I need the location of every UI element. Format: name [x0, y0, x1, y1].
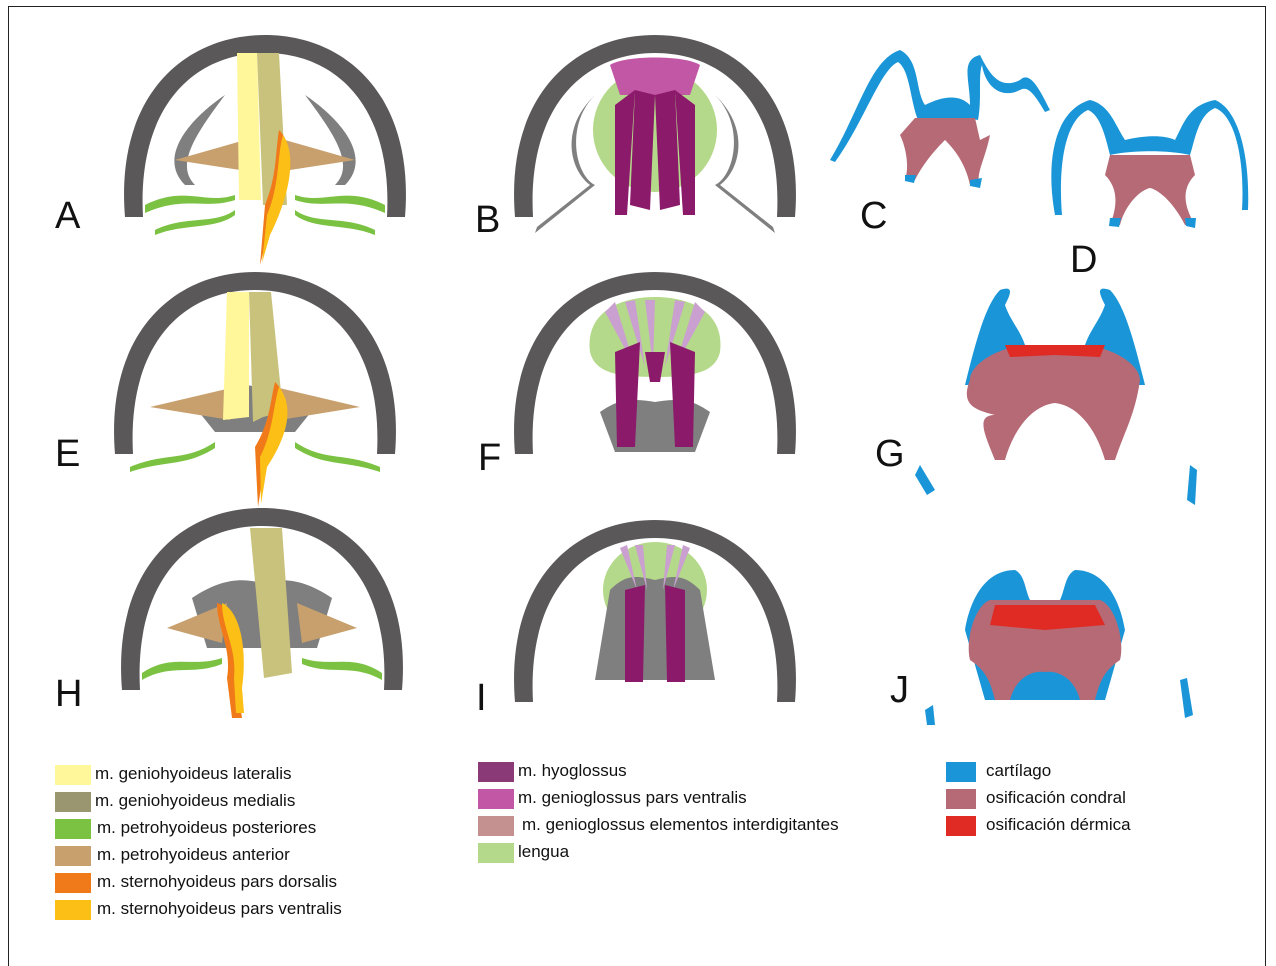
- panel-label-f: F: [478, 437, 501, 479]
- panel-a-drawing: [124, 35, 406, 265]
- panel-h-drawing: [121, 508, 403, 718]
- legend-swatch: [946, 762, 976, 782]
- legend-swatch: [55, 819, 91, 839]
- panel-j-drawing: [925, 570, 1193, 725]
- legend-label: cartílago: [986, 761, 1051, 781]
- anatomy-figure: A B C D E: [0, 0, 1276, 740]
- legend-swatch: [55, 846, 91, 866]
- legend-label: m. hyoglossus: [518, 761, 627, 781]
- legend-swatch: [478, 762, 514, 782]
- legend-swatch: [478, 816, 514, 836]
- legend-label: m. petrohyoideus anterior: [97, 845, 290, 865]
- legend-swatch: [478, 789, 514, 809]
- panel-b-drawing: [514, 35, 796, 233]
- panel-c-drawing: [830, 50, 1050, 188]
- legend-swatch: [946, 816, 976, 836]
- panel-label-g: G: [875, 433, 905, 475]
- panel-label-a: A: [55, 195, 81, 237]
- panel-d-drawing: [1051, 100, 1248, 228]
- legend-swatch: [55, 900, 91, 920]
- legend-label: osificación condral: [986, 788, 1126, 808]
- legend-label: osificación dérmica: [986, 815, 1131, 835]
- legend-label: m. genioglossus elementos interdigitante…: [522, 815, 839, 835]
- legend-label: m. geniohyoideus medialis: [95, 791, 295, 811]
- panel-label-h: H: [55, 673, 82, 715]
- legend-label: m. sternohyoideus pars ventralis: [97, 899, 342, 919]
- panel-g-drawing: [915, 289, 1197, 505]
- legend-swatch: [55, 873, 91, 893]
- legend-swatch: [55, 792, 91, 812]
- panel-f-drawing: [514, 272, 796, 454]
- panel-label-b: B: [475, 199, 500, 241]
- panel-i-drawing: [514, 520, 796, 702]
- panel-label-e: E: [55, 433, 80, 475]
- legend-swatch: [478, 843, 514, 863]
- legend-label: m. genioglossus pars ventralis: [518, 788, 747, 808]
- panel-label-i: I: [476, 677, 487, 719]
- legend-label: m. sternohyoideus pars dorsalis: [97, 872, 337, 892]
- legend-label: m. petrohyoideus posteriores: [97, 818, 316, 838]
- legend-swatch: [946, 789, 976, 809]
- panel-label-d: D: [1070, 239, 1097, 281]
- panel-e-drawing: [114, 272, 396, 507]
- legend-label: lengua: [518, 842, 569, 862]
- legend-swatch: [55, 765, 91, 785]
- panel-label-j: J: [890, 669, 909, 711]
- panel-label-c: C: [860, 195, 887, 237]
- legend-label: m. geniohyoideus lateralis: [95, 764, 292, 784]
